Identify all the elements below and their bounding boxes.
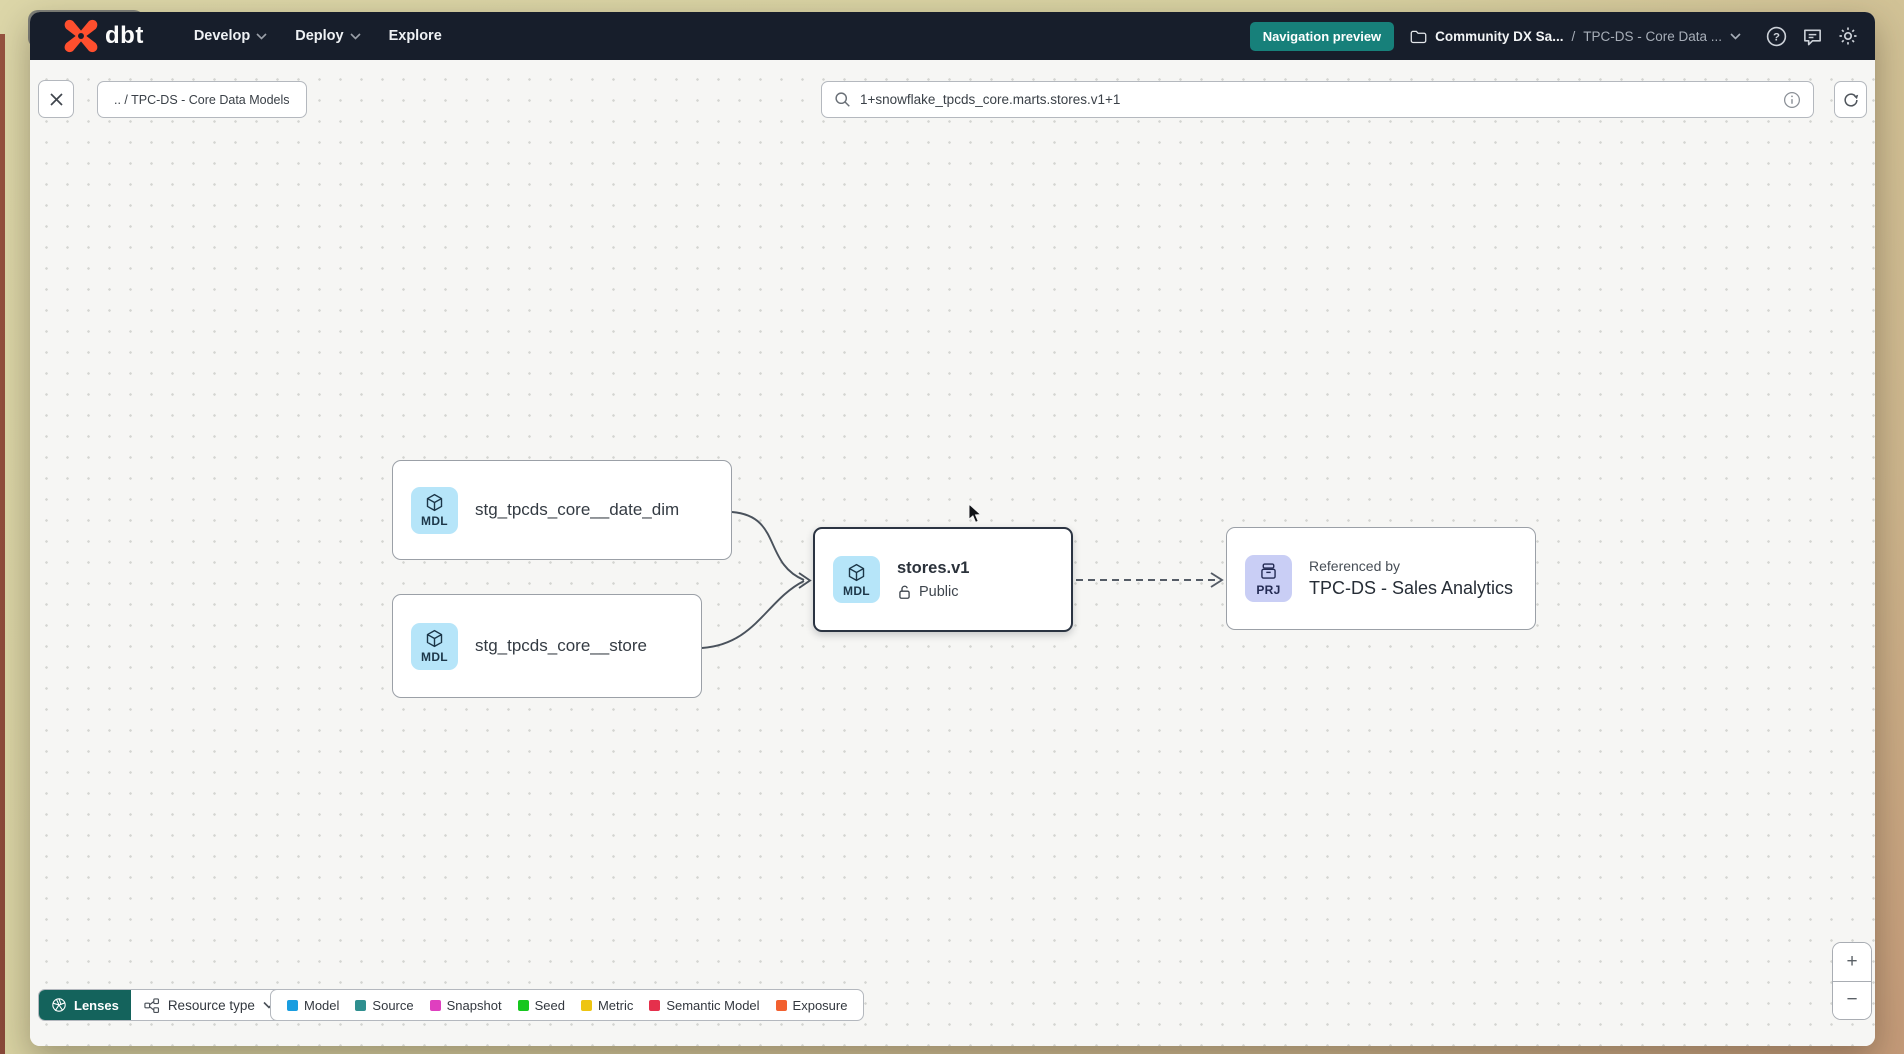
node-label: stg_tpcds_core__date_dim xyxy=(475,500,680,519)
legend-swatch xyxy=(287,999,298,1011)
lineage-search[interactable] xyxy=(821,81,1814,118)
breadcrumb-project[interactable]: Community DX Sa... xyxy=(1435,28,1564,44)
arrowhead xyxy=(1210,572,1224,588)
search-icon xyxy=(835,92,850,107)
settings-gear-icon[interactable] xyxy=(1837,25,1859,47)
archive-icon xyxy=(1261,562,1276,579)
legend-swatch xyxy=(580,999,592,1011)
node-title: TPC-DS - Sales Analytics xyxy=(1309,578,1514,598)
chevron-down-icon[interactable] xyxy=(1730,32,1741,40)
legend-item-snapshot: Snapshot xyxy=(429,998,502,1013)
node-stg-tpcds-core-date-dim[interactable]: MDL stg_tpcds_core__date_dim xyxy=(392,460,732,560)
close-icon xyxy=(49,92,63,106)
resource-type-legend: Model Source Snapshot Seed Metric Semant… xyxy=(270,989,865,1021)
feedback-icon[interactable] xyxy=(1801,25,1823,47)
legend-swatch xyxy=(429,999,441,1011)
edge-store-to-stores xyxy=(701,580,805,649)
legend-swatch xyxy=(649,999,661,1011)
legend-item-semantic-model: Semantic Model xyxy=(649,998,760,1013)
chevron-down-icon xyxy=(256,32,267,40)
lens-aperture-icon xyxy=(52,998,66,1012)
background-edge xyxy=(0,34,5,1054)
svg-text:?: ? xyxy=(1773,31,1780,43)
legend-swatch xyxy=(775,999,787,1011)
app-window: dbt Develop Deploy Explore Navigation pr… xyxy=(30,12,1875,1046)
legend-item-exposure: Exposure xyxy=(775,998,847,1013)
model-badge: MDL xyxy=(411,622,458,670)
search-input[interactable] xyxy=(860,92,1774,107)
breadcrumb-section[interactable]: TPC-DS - Core Data ... xyxy=(1583,28,1722,44)
resource-type-dropdown[interactable]: Resource type xyxy=(130,990,287,1020)
mouse-cursor xyxy=(968,503,982,523)
node-subtitle: Referenced by xyxy=(1309,558,1401,574)
dbt-logo-icon xyxy=(64,19,98,53)
nav-menu-develop[interactable]: Develop xyxy=(180,20,281,52)
legend-item-source: Source xyxy=(355,998,414,1013)
node-title: stores.v1 xyxy=(897,559,970,577)
lenses-button[interactable]: Lenses xyxy=(39,990,131,1020)
legend-swatch xyxy=(355,999,367,1011)
legend-item-seed: Seed xyxy=(517,998,565,1013)
legend-swatch xyxy=(517,999,529,1011)
navigation-preview-badge: Navigation preview xyxy=(1249,21,1395,51)
project-badge: PRJ xyxy=(1245,555,1292,602)
cube-icon xyxy=(426,629,443,648)
lens-controls: Lenses Resource type xyxy=(38,989,288,1021)
arrowhead xyxy=(798,572,812,589)
close-lineage-button[interactable] xyxy=(38,80,74,118)
node-stores-v1[interactable]: MDL stores.v1 Public xyxy=(813,527,1073,632)
lineage-breadcrumb-chip[interactable]: .. / TPC-DS - Core Data Models xyxy=(97,81,307,118)
folder-icon xyxy=(1410,30,1427,43)
chevron-down-icon xyxy=(350,32,361,40)
resource-graph-icon xyxy=(144,997,159,1013)
nav-menu-deploy[interactable]: Deploy xyxy=(281,20,374,52)
lineage-canvas[interactable]: .. / TPC-DS - Core Data Models MDL stg_t… xyxy=(30,60,1875,1046)
access-label: Public xyxy=(919,584,959,600)
project-breadcrumb[interactable]: Community DX Sa... / TPC-DS - Core Data … xyxy=(1410,29,1741,44)
dbt-logo-text: dbt xyxy=(105,22,144,49)
node-label: stg_tpcds_core__store xyxy=(475,636,647,655)
help-icon[interactable]: ? xyxy=(1765,25,1787,47)
breadcrumb-separator: / xyxy=(1571,28,1576,44)
nav-menu-explore[interactable]: Explore xyxy=(388,28,442,44)
dbt-logo[interactable]: dbt xyxy=(64,19,144,53)
model-badge: MDL xyxy=(833,556,880,603)
refresh-lineage-button[interactable] xyxy=(1834,81,1867,118)
lock-open-icon xyxy=(899,585,910,599)
edge-datedim-to-stores xyxy=(731,511,805,581)
node-referenced-by-sales-analytics[interactable]: PRJ Referenced by TPC-DS - Sales Analyti… xyxy=(1226,527,1536,630)
zoom-controls: + − xyxy=(1832,942,1872,1020)
top-navbar: dbt Develop Deploy Explore Navigation pr… xyxy=(30,12,1875,60)
model-badge: MDL xyxy=(411,486,458,534)
info-icon[interactable] xyxy=(1783,91,1801,109)
refresh-icon xyxy=(1843,92,1858,107)
legend-item-metric: Metric xyxy=(580,998,633,1013)
legend-item-model: Model xyxy=(287,998,339,1013)
cube-icon xyxy=(848,563,865,581)
cube-icon xyxy=(426,493,443,512)
zoom-out-button[interactable]: − xyxy=(1833,981,1871,1019)
zoom-in-button[interactable]: + xyxy=(1833,943,1871,982)
node-stg-tpcds-core-store[interactable]: MDL stg_tpcds_core__store xyxy=(392,594,702,698)
